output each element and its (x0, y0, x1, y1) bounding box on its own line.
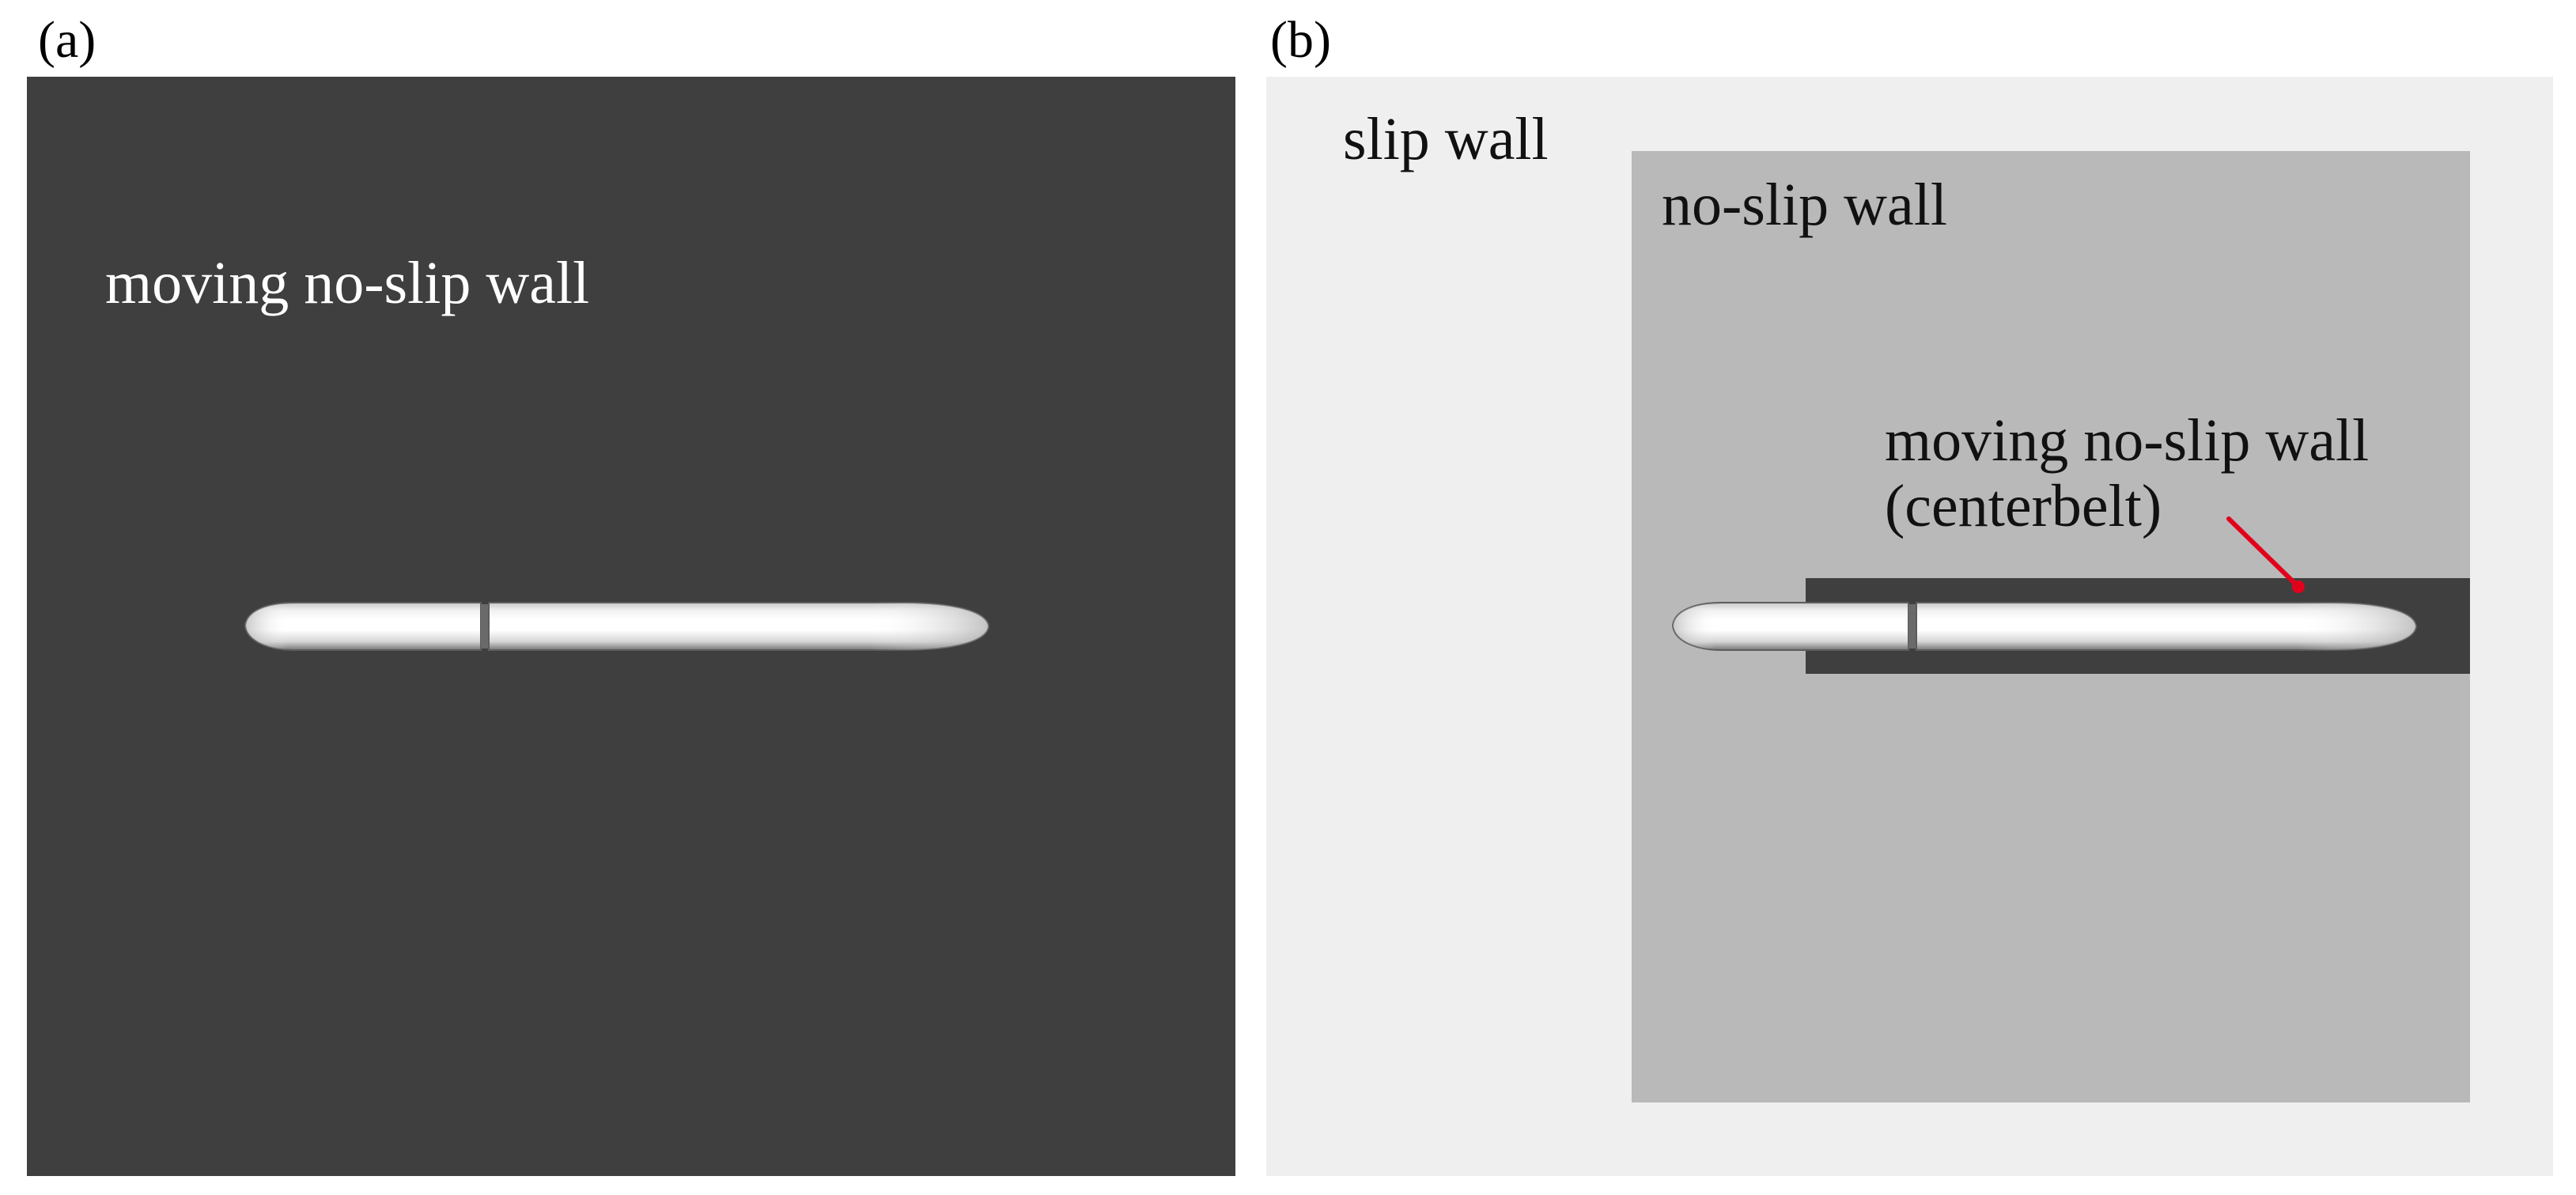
panel-b-centerbelt-label-line2: (centerbelt) (1885, 473, 2162, 539)
centerbelt-leader-arrow (2226, 516, 2305, 593)
panel-a-car-gap (481, 604, 489, 649)
panel-a-vehicle (244, 602, 990, 651)
panel-b-vehicle (1671, 602, 2418, 651)
panel-b-label: (b) (1270, 11, 1331, 69)
panel-b-no-slip-wall-label: no-slip wall (1662, 172, 1947, 238)
panel-b-centerbelt-label-line1: moving no-slip wall (1885, 407, 2370, 474)
panel-b-slip-wall-label: slip wall (1343, 106, 1549, 172)
panel-b-car-gap (1908, 604, 1916, 649)
panel-a-moving-wall-label: moving no-slip wall (105, 250, 590, 316)
panel-a-label: (a) (38, 11, 96, 69)
